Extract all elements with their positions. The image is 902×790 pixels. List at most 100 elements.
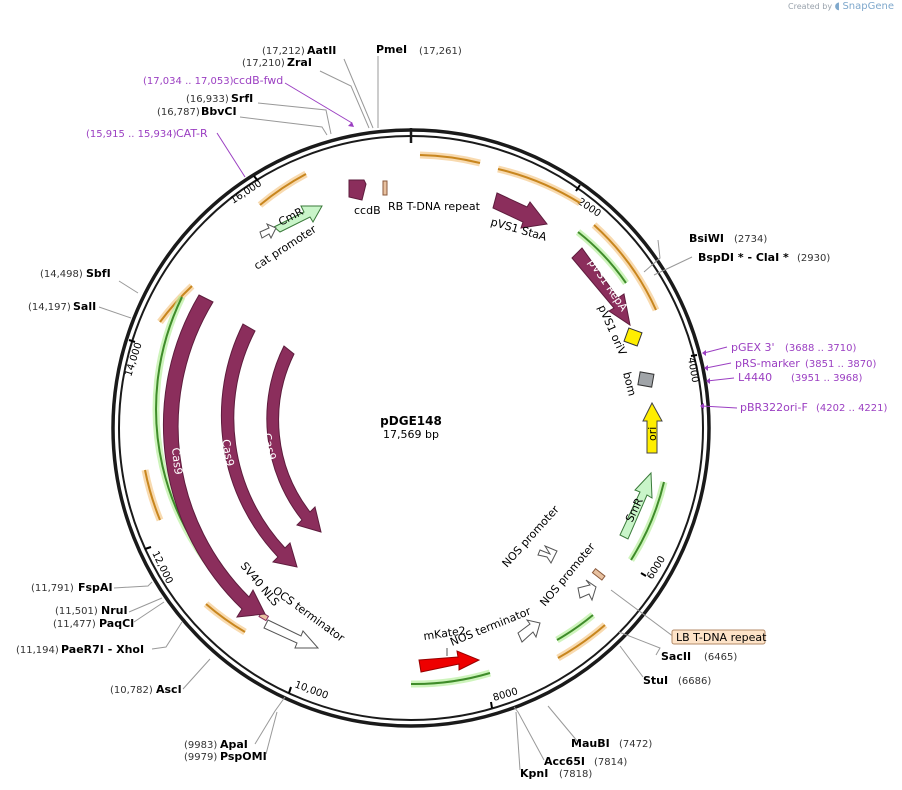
site-name-maubi[interactable]: MauBI bbox=[571, 737, 610, 750]
feature-nos-promoter-inner[interactable] bbox=[537, 544, 558, 564]
leader-line bbox=[319, 70, 370, 129]
feature-bom[interactable] bbox=[637, 371, 655, 388]
feature-ocs-terminator[interactable] bbox=[263, 619, 320, 649]
site-name-pspomi[interactable]: PspOMI bbox=[220, 750, 267, 763]
primer-pos-pgex3: (3688 .. 3710) bbox=[785, 343, 857, 354]
primer-name-prs-marker[interactable]: pRS-marker bbox=[735, 357, 800, 370]
site-pos-bsiwi: (2734) bbox=[734, 234, 767, 245]
primer-pos-prs-marker: (3851 .. 3870) bbox=[805, 359, 877, 370]
feature-cas9-middle[interactable] bbox=[220, 323, 298, 568]
orf-arc bbox=[205, 603, 246, 633]
site-name-paqci[interactable]: PaqCI bbox=[99, 617, 134, 630]
site-pos-nrui: (11,501) bbox=[55, 606, 98, 617]
tick-mark bbox=[144, 546, 152, 550]
leader-line bbox=[254, 696, 286, 745]
leader-line bbox=[182, 658, 211, 690]
feature-lb-tdna-repeat-mark[interactable] bbox=[591, 568, 606, 581]
leader-line bbox=[343, 58, 374, 129]
primer-name-pgex3[interactable]: pGEX 3' bbox=[731, 341, 775, 354]
feature-rb-tdna-repeat[interactable] bbox=[382, 180, 388, 196]
feature-label-nos-promoter-outer: NOS promoter bbox=[537, 540, 598, 609]
site-pos-sbfi: (14,498) bbox=[40, 269, 83, 280]
site-pos-apai: (9983) bbox=[184, 740, 217, 751]
tick-mark bbox=[253, 175, 259, 182]
primer-line bbox=[284, 82, 353, 124]
primer-name-pbr322ori-f[interactable]: pBR322ori-F bbox=[740, 401, 808, 414]
feature-cat-promoter[interactable] bbox=[259, 222, 277, 240]
primer-pos-l4440: (3951 .. 3968) bbox=[791, 373, 863, 384]
primer-pos-pbr322ori-f: (4202 .. 4221) bbox=[816, 403, 888, 414]
orf-arc bbox=[259, 173, 307, 206]
leader-line bbox=[610, 589, 675, 638]
site-name-apai[interactable]: ApaI bbox=[220, 738, 248, 751]
site-name-pmei[interactable]: PmeI bbox=[376, 43, 407, 56]
orf-arc bbox=[593, 224, 657, 311]
tick-label-4000: 4000 bbox=[685, 357, 700, 384]
feature-mkate2[interactable] bbox=[418, 650, 481, 673]
leader-line bbox=[257, 102, 332, 135]
primer-line bbox=[701, 405, 738, 409]
site-name-aatii[interactable]: AatII bbox=[307, 44, 336, 57]
primer-labels: (17,034 .. 17,053) ccdB-fwd (15,915 .. 1… bbox=[86, 74, 888, 414]
site-name-bbvci[interactable]: BbvCI bbox=[201, 105, 237, 118]
site-name-sacii[interactable]: SacII bbox=[661, 650, 691, 663]
site-pos-acc65i: (7814) bbox=[594, 757, 627, 768]
site-pos-zrai: (17,210) bbox=[242, 58, 285, 69]
orf-arc bbox=[497, 168, 581, 204]
feature-cas9-inner[interactable] bbox=[266, 345, 322, 533]
orf-arc bbox=[556, 614, 594, 641]
leader-line bbox=[619, 645, 644, 678]
site-name-srfi[interactable]: SrfI bbox=[231, 92, 253, 105]
feature-cmr[interactable] bbox=[273, 205, 323, 233]
leader-line bbox=[265, 711, 278, 755]
leader-line bbox=[98, 306, 132, 319]
tick-marks: 2000 4000 6000 8000 10,000 12,000 14,000… bbox=[123, 175, 700, 709]
site-name-sali[interactable]: SalI bbox=[73, 300, 96, 313]
feature-ccdb[interactable] bbox=[348, 179, 367, 201]
site-pos-pmei: (17,261) bbox=[419, 46, 462, 57]
site-name-asci[interactable]: AscI bbox=[156, 683, 182, 696]
leader-line bbox=[118, 280, 139, 294]
badge-brand: SnapGene bbox=[842, 1, 894, 12]
site-name-bspdi-clai[interactable]: BspDI * - ClaI * bbox=[698, 251, 789, 264]
tick-mark bbox=[575, 184, 581, 192]
snapgene-logo-icon: ◖ bbox=[834, 1, 840, 12]
site-name-acc65i[interactable]: Acc65I bbox=[544, 755, 585, 768]
feature-nos-terminator[interactable] bbox=[517, 619, 541, 643]
site-name-paer7i-xhoi[interactable]: PaeR7I - XhoI bbox=[61, 643, 144, 656]
primer-name-l4440[interactable]: L4440 bbox=[738, 371, 772, 384]
leader-line bbox=[113, 581, 153, 589]
features: ccdB RB T-DNA repeat pVS1 StaA pVS1 RepA… bbox=[162, 179, 767, 673]
site-name-kpni[interactable]: KpnI bbox=[520, 767, 548, 780]
feature-nos-promoter-outer[interactable] bbox=[577, 579, 597, 602]
site-pos-aatii: (17,212) bbox=[262, 46, 305, 57]
site-name-stui[interactable]: StuI bbox=[643, 674, 668, 687]
feature-label-bom: bom bbox=[620, 371, 639, 398]
feature-pvs1-oriv[interactable] bbox=[623, 327, 643, 347]
feature-pvs1-staa[interactable] bbox=[492, 192, 548, 229]
feature-cas9-outer[interactable] bbox=[162, 294, 266, 618]
primer-pos-cat-r: (15,915 .. 15,934) bbox=[86, 129, 177, 140]
primer-arrow-icon bbox=[348, 122, 354, 127]
tick-mark bbox=[640, 572, 647, 577]
feature-pvs1-repa[interactable] bbox=[571, 247, 631, 327]
site-name-fspai[interactable]: FspAI bbox=[78, 581, 113, 594]
primer-line bbox=[216, 132, 246, 178]
site-pos-paer7i-xhoi: (11,194) bbox=[16, 645, 59, 656]
badge-created-by: Created by bbox=[788, 2, 833, 11]
site-name-zrai[interactable]: ZraI bbox=[287, 56, 312, 69]
site-pos-sali: (14,197) bbox=[28, 302, 71, 313]
feature-label-lb-tdna-repeat: LB T-DNA repeat bbox=[676, 631, 767, 644]
feature-lb-tdna-repeat-box[interactable] bbox=[671, 629, 766, 645]
primer-name-ccdb-fwd[interactable]: ccdB-fwd bbox=[233, 74, 283, 87]
snapgene-badge: Created by ◖ SnapGene bbox=[788, 1, 894, 12]
site-name-nrui[interactable]: NruI bbox=[101, 604, 128, 617]
feature-ori[interactable] bbox=[642, 401, 663, 454]
site-name-sbfi[interactable]: SbfI bbox=[86, 267, 111, 280]
feature-smr[interactable] bbox=[619, 471, 653, 540]
site-name-bsiwi[interactable]: BsiWI bbox=[689, 232, 724, 245]
primer-name-cat-r[interactable]: CAT-R bbox=[176, 127, 208, 140]
feature-label-rb-tdna-repeat: RB T-DNA repeat bbox=[388, 200, 481, 213]
orf-arc bbox=[419, 154, 481, 164]
